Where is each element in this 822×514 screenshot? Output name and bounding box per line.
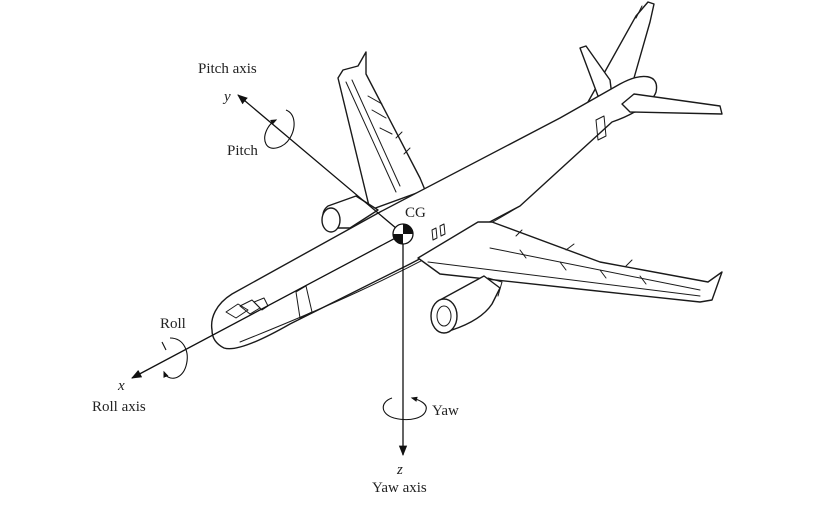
roll-label: Roll	[160, 316, 186, 332]
pitch-axis-line	[237, 94, 404, 235]
z-axis-letter: z	[396, 462, 403, 478]
x-axis-letter: x	[117, 378, 125, 394]
near-stabilizer	[621, 93, 723, 115]
yaw-axis-label: Yaw axis	[372, 480, 427, 496]
near-wing	[417, 221, 723, 303]
cg-label: CG	[405, 205, 426, 221]
aircraft	[210, 1, 723, 350]
roll-axis-label: Roll axis	[92, 399, 146, 415]
roll-axis-line	[131, 233, 404, 379]
pitch-label: Pitch	[227, 143, 258, 159]
pitch-rotation-arrow	[264, 109, 295, 149]
y-axis-letter: y	[222, 89, 231, 105]
cg-symbol	[392, 223, 414, 245]
pitch-axis-label: Pitch axis	[198, 61, 257, 77]
roll-rotation-arrow	[161, 337, 188, 379]
far-wing	[337, 51, 426, 211]
axes	[131, 94, 408, 457]
yaw-label: Yaw	[432, 403, 459, 419]
yaw-rotation-arrow	[382, 396, 427, 421]
